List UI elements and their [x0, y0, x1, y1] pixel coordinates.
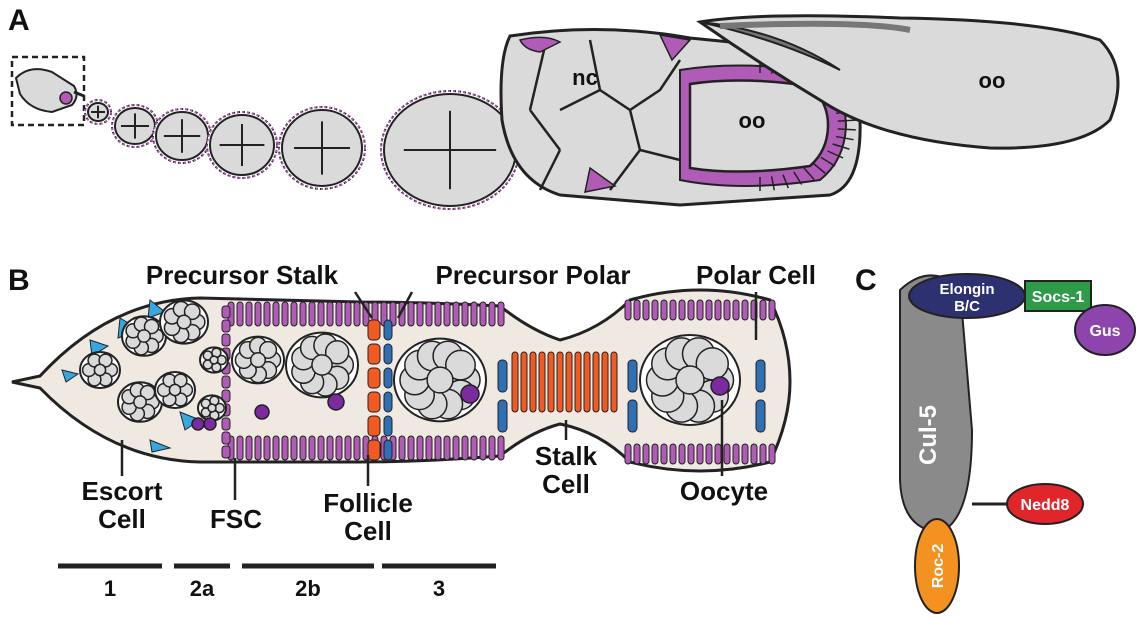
germarium-diagram: [12, 290, 790, 471]
oocyte-label-a1: oo: [739, 108, 766, 133]
label-fsc: FSC: [210, 504, 262, 534]
label-escort-1: Escort: [82, 476, 163, 506]
label-stalk-1: Stalk: [535, 441, 598, 471]
roc2-label: Roc-2: [930, 544, 947, 589]
region-2a: 2a: [190, 576, 215, 601]
nedd8-label: Nedd8: [1021, 497, 1070, 514]
label-escort-2: Cell: [98, 504, 146, 534]
label-polar-cell: Polar Cell: [696, 260, 816, 290]
label-oocyte: Oocyte: [680, 476, 768, 506]
panel-c-letter: C: [855, 264, 877, 297]
region-1: 1: [104, 576, 116, 601]
label-follicle-2: Cell: [344, 516, 392, 546]
nurse-cell-label: nc: [572, 65, 598, 90]
panel-a-letter: A: [8, 4, 30, 37]
region-2b: 2b: [295, 576, 321, 601]
oocyte-label-a2: oo: [979, 68, 1006, 93]
label-precursor-polar: Precursor Polar: [435, 260, 630, 290]
region-3: 3: [433, 576, 445, 601]
panel-b-letter: B: [8, 264, 30, 297]
label-precursor-stalk: Precursor Stalk: [146, 260, 339, 290]
gus-label: Gus: [1089, 323, 1120, 340]
germarium-small: [16, 69, 84, 112]
label-stalk-2: Cell: [542, 469, 590, 499]
elongin-label-1: Elongin: [940, 281, 995, 298]
egg-chamber-series: [85, 91, 519, 209]
elongin-label-2: B/C: [954, 298, 980, 315]
label-follicle-1: Follicle: [323, 488, 413, 518]
socs1-label: Socs-1: [1032, 289, 1085, 306]
e3-ligase-complex: Cul-5 Elongin B/C Socs-1 Gus Nedd8 Roc-2: [900, 274, 1135, 613]
cul5-label: Cul-5: [915, 405, 942, 465]
